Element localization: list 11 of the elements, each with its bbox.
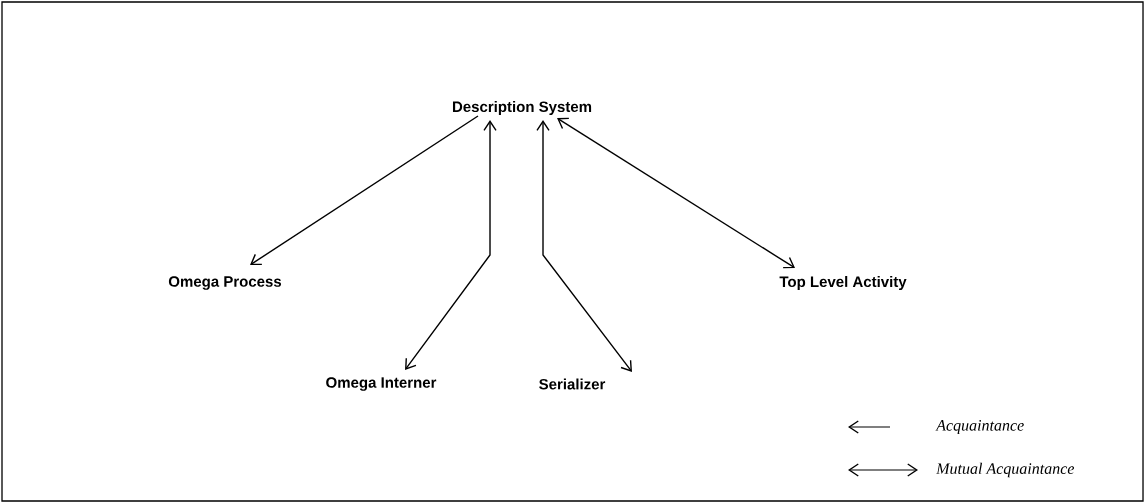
arrow bbox=[405, 120, 497, 370]
legend-label: Acquaintance bbox=[935, 420, 1024, 434]
arrow bbox=[250, 115, 479, 266]
arrow bbox=[536, 120, 632, 372]
node-label: Top Level Activity bbox=[779, 276, 907, 290]
node-label: Serializer bbox=[539, 378, 606, 390]
legend-label: Mutual Acquaintance bbox=[936, 462, 1075, 478]
node-label: Description System bbox=[453, 101, 592, 115]
arrow bbox=[557, 117, 795, 269]
node-label: Omega Interner bbox=[326, 377, 437, 391]
node-label: Omega Process bbox=[168, 276, 282, 290]
